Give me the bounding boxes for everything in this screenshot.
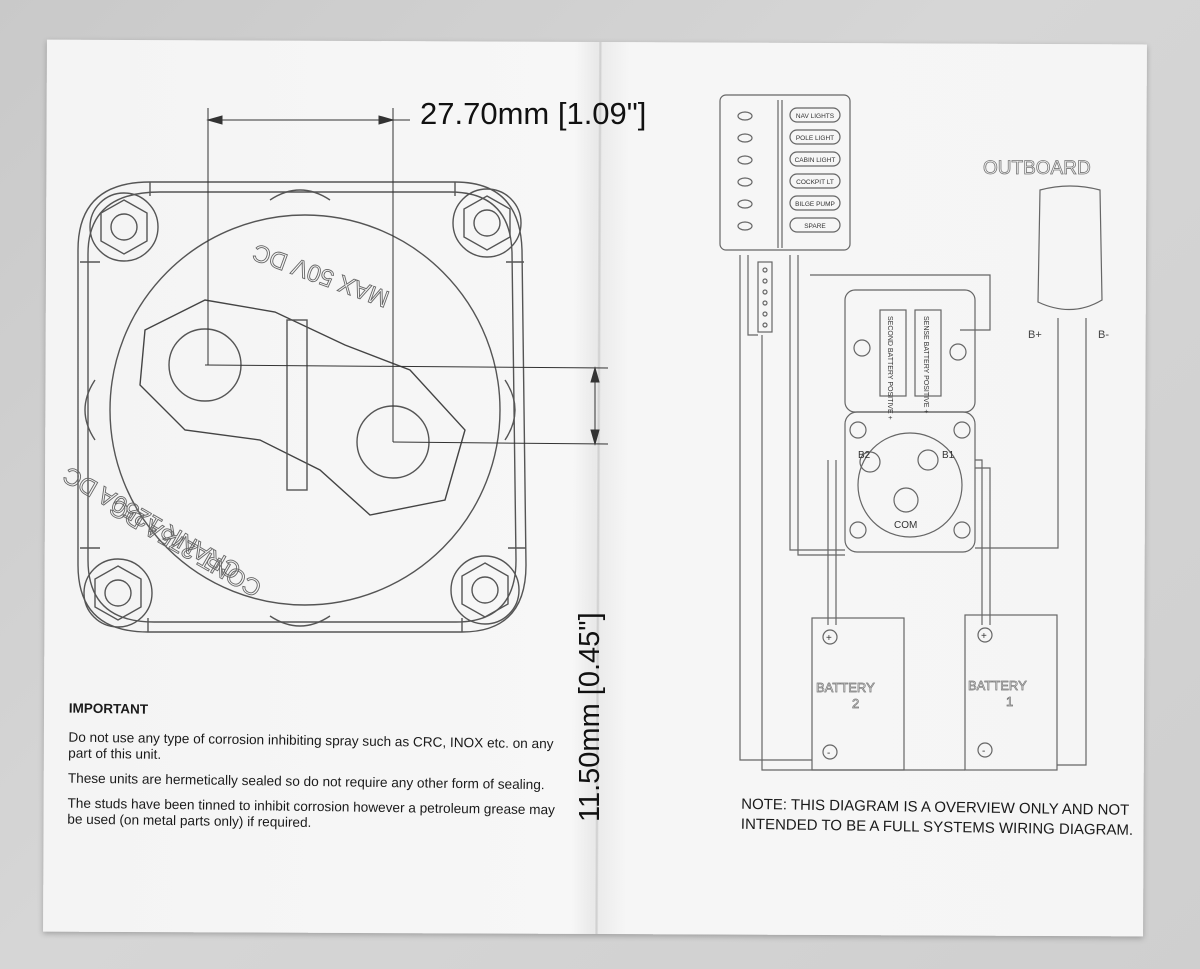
outboard-label: OUTBOARD: [983, 158, 1091, 179]
dial: [109, 214, 501, 606]
relay-unit: [844, 289, 976, 413]
width-dimension-label: 27.70mm [1.09"]: [420, 96, 647, 131]
switch-panel: [719, 94, 851, 251]
battery-2-plus: +: [826, 633, 832, 644]
panel-label-6: SPARE: [804, 223, 826, 230]
panel-label-2: POLE LIGHT: [796, 135, 834, 142]
outboard-motor: [1037, 185, 1103, 311]
panel-label-4: COCKPIT LT: [796, 179, 834, 186]
panel-label-5: BILGE PUMP: [795, 201, 835, 208]
battery-2-number: 2: [852, 696, 859, 711]
diagram-note: NOTE: THIS DIAGRAM IS A OVERVIEW ONLY AN…: [740, 795, 1134, 839]
battery-1-plus: +: [981, 631, 987, 642]
battery-2-label: BATTERY: [816, 680, 875, 695]
wires: [739, 255, 1087, 771]
panel-label-3: CABIN LIGHT: [795, 157, 836, 164]
battery-1: [964, 614, 1058, 771]
knob-slot: [286, 319, 308, 491]
important-paragraph-2: These units are hermetically sealed so d…: [67, 770, 545, 793]
battery-2-minus: -: [827, 748, 830, 759]
b-minus-label: B-: [1098, 329, 1109, 341]
important-paragraph-1: Do not use any type of corrosion inhibit…: [68, 729, 554, 762]
panel-label-1: NAV LIGHTS: [796, 113, 835, 120]
battery-switch-unit: [844, 411, 976, 553]
terminal-b2: B2: [858, 450, 871, 461]
battery-1-number: 1: [1006, 694, 1013, 709]
second-battery-label: SECOND BATTERY POSITIVE +: [886, 316, 893, 420]
max-voltage-text: MAX 50V DC: [249, 238, 392, 312]
b-plus-label: B+: [1028, 329, 1042, 341]
important-paragraph-3: The studs have been tinned to inhibit co…: [67, 795, 555, 830]
terminal-b1: B1: [942, 450, 955, 461]
sense-battery-label: SENSE BATTERY POSITIVE +: [922, 316, 929, 413]
battery-1-label: BATTERY: [968, 678, 1027, 693]
terminal-com: COM: [894, 520, 917, 531]
height-dimension-label: 11.50mm [0.45"]: [574, 612, 606, 822]
dial-hex: [139, 299, 466, 516]
dimension-lines: [204, 108, 609, 446]
important-notice: IMPORTANT Do not use any type of corrosi…: [67, 701, 559, 844]
fuse-strip: [757, 261, 773, 333]
switch-outline: [77, 181, 527, 633]
corner-bolts: [83, 188, 522, 628]
panel-leds: [737, 107, 841, 233]
battery-1-minus: -: [982, 746, 985, 757]
